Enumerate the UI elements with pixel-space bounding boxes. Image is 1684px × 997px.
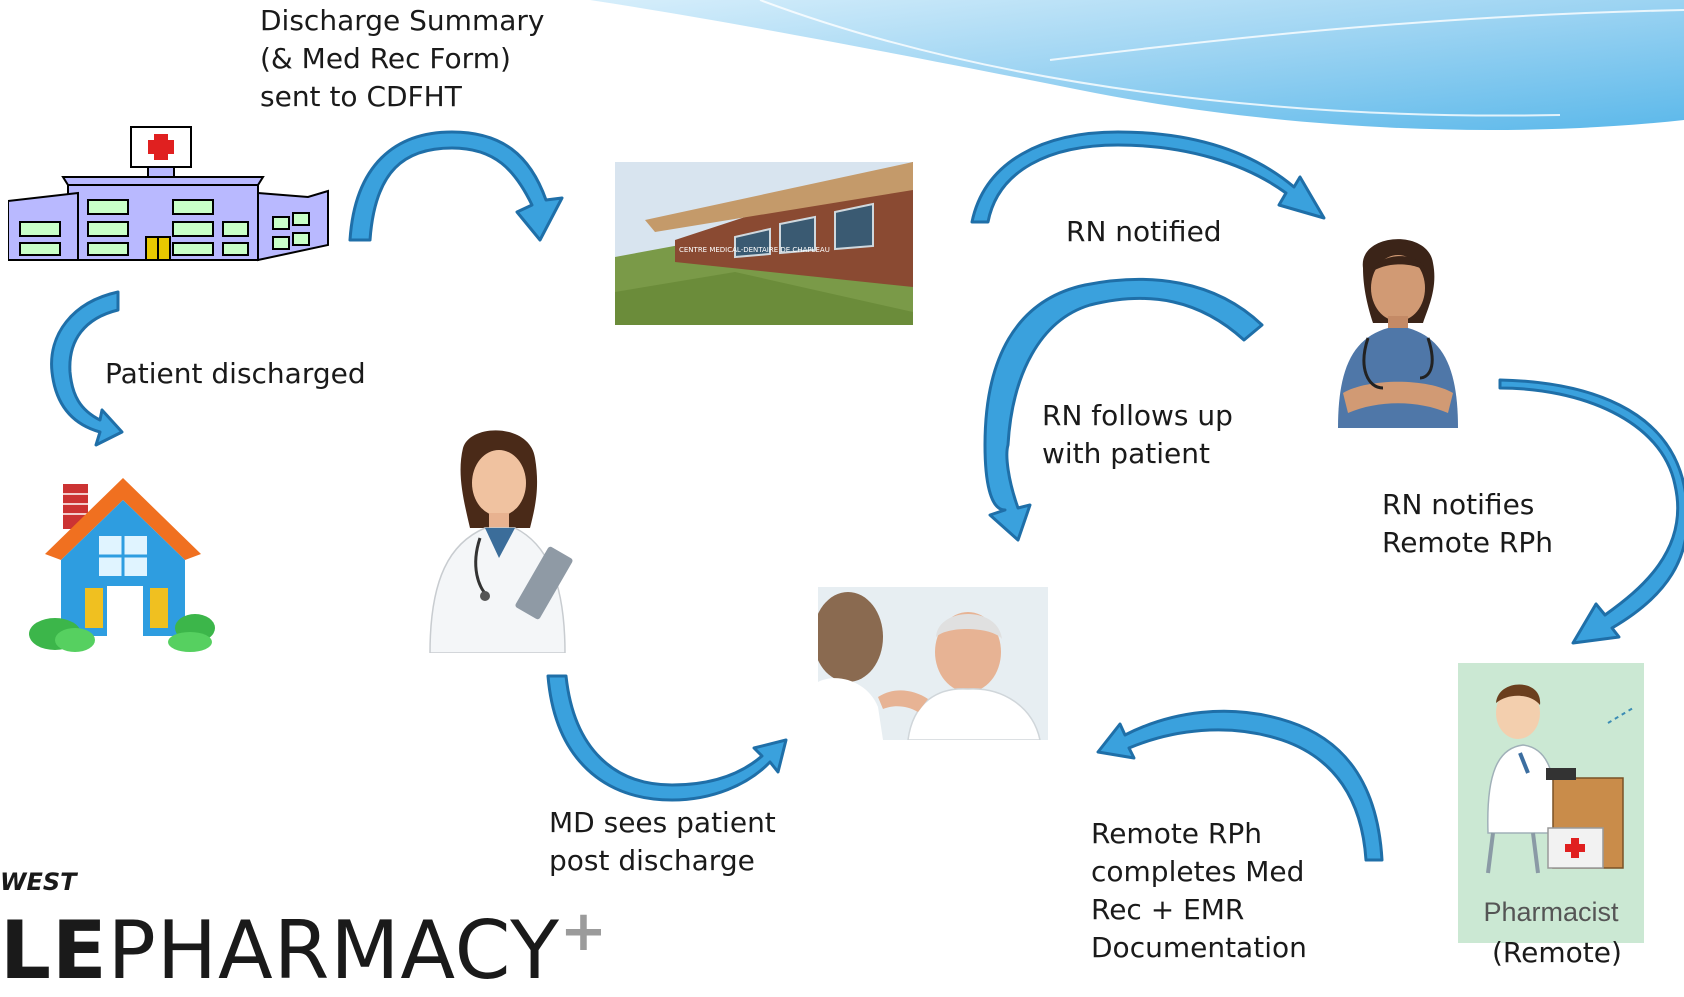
pharmacist-caption: Pharmacist [1483,897,1619,927]
arrow-md-to-patient [546,674,788,802]
pharmacist-card: Pharmacist [1458,663,1644,943]
label-remote: (Remote) [1492,936,1622,969]
doctor-icon [429,430,573,653]
arrow-nurse-to-patient [983,277,1264,542]
patient-photo [818,587,1048,740]
arrow-hospital-to-home [50,290,124,447]
pharmacist-icon [1486,684,1634,874]
arrow-hospital-to-clinic [348,130,564,242]
logo: WEST LEPHARMACY+ [0,868,608,991]
logo-pharmacy: PHARMACY [107,904,560,997]
home-icon [29,478,215,652]
label-rn-follows-up: RN follows up with patient [1042,399,1233,470]
logo-wordmark: LEPHARMACY+ [0,892,608,991]
label-patient-discharged: Patient discharged [105,357,366,390]
label-md-sees-patient: MD sees patient post discharge [549,806,776,877]
hospital-icon [8,126,329,262]
label-rn-notifies: RN notifies Remote RPh [1382,488,1554,559]
label-remote-rph: Remote RPh completes Med Rec + EMR Docum… [1091,817,1307,964]
logo-plus: + [560,899,608,964]
label-discharge-summary: Discharge Summary (& Med Rec Form) sent … [260,4,545,113]
clinic-sign-text: CENTRE MEDICAL-DENTAIRE DE CHAPLEAU [679,246,830,254]
arrow-pharmacist-to-patient [1096,709,1384,862]
nurse-icon [1338,239,1458,428]
clinic-photo: CENTRE MEDICAL-DENTAIRE DE CHAPLEAU [615,162,913,325]
arrow-nurse-to-pharmacist [1498,378,1684,645]
flow-arrows [50,130,1684,862]
logo-west: WEST [0,868,77,896]
logo-le: LE [0,904,108,997]
label-rn-notified: RN notified [1066,215,1222,248]
banner-decoration [590,0,1684,130]
arrow-clinic-to-nurse [970,130,1326,224]
